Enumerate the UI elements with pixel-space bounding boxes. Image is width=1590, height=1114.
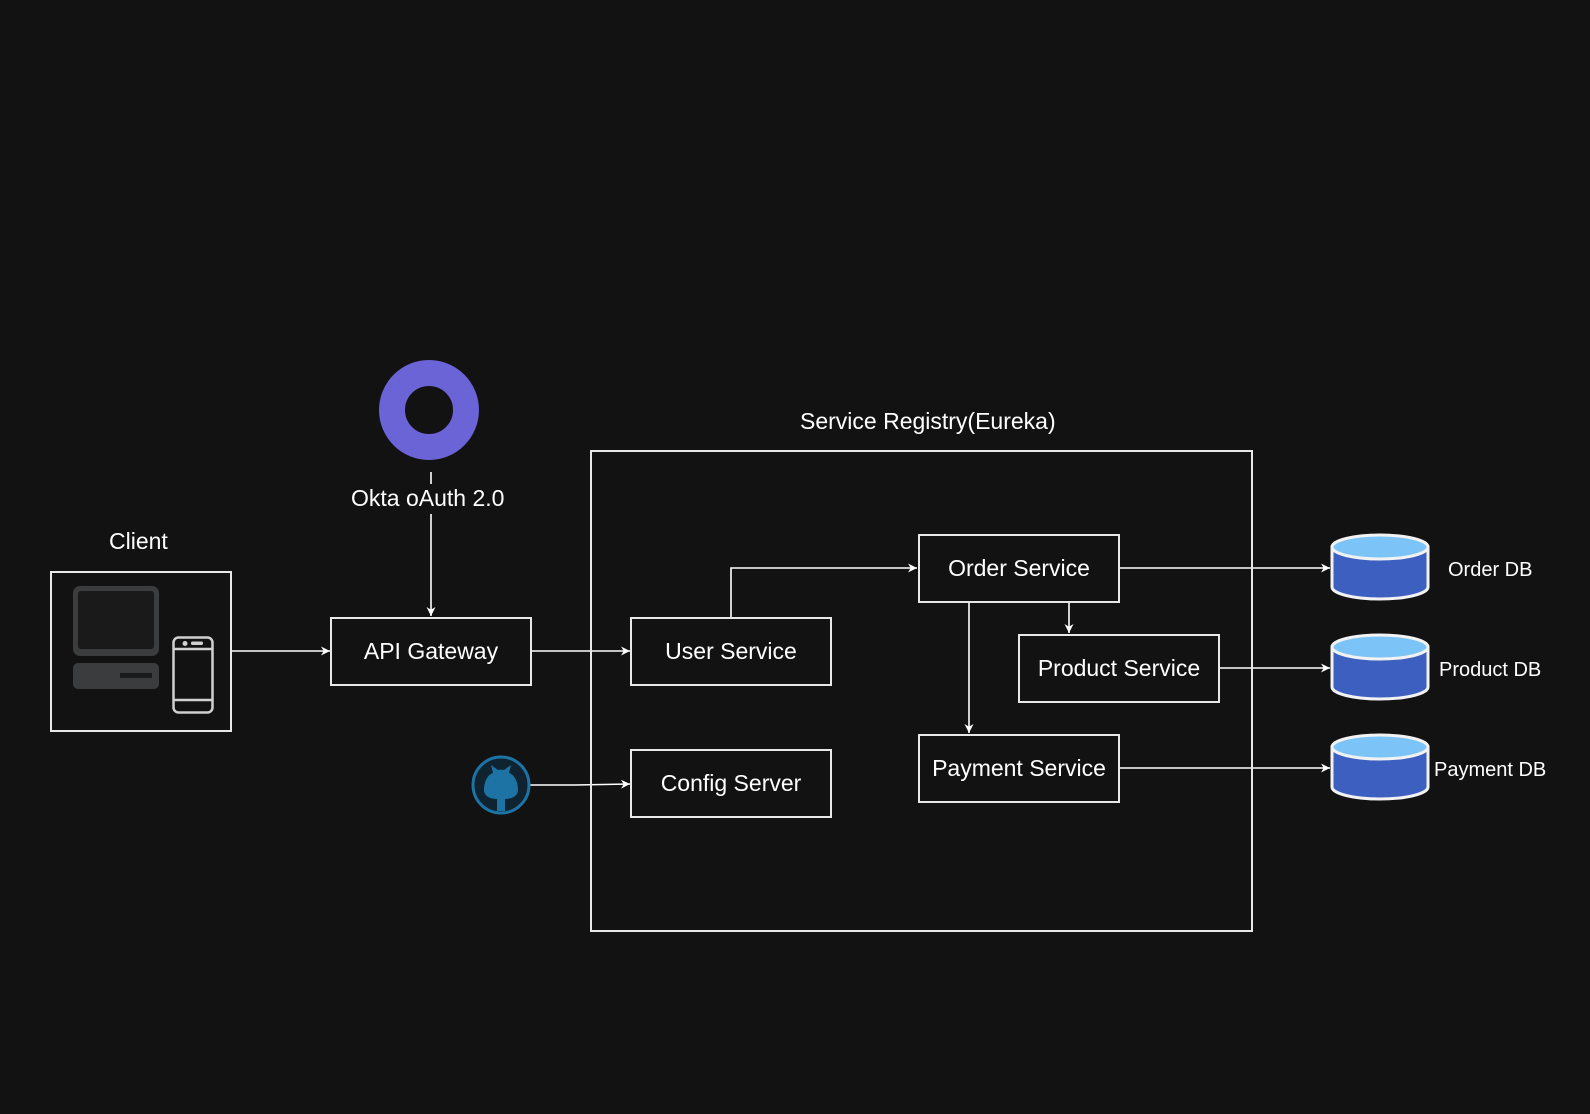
payment-service-node[interactable]: Payment Service — [918, 734, 1120, 803]
config-server-node[interactable]: Config Server — [630, 749, 832, 818]
product-service-node[interactable]: Product Service — [1018, 634, 1220, 703]
product-db-label: Product DB — [1439, 659, 1542, 681]
payment-db-label: Payment DB — [1434, 759, 1547, 781]
service-registry-container — [590, 450, 1253, 932]
service-registry-label: Service Registry(Eureka) — [800, 408, 1056, 434]
okta-icon — [379, 360, 479, 460]
client-label: Client — [109, 528, 168, 554]
github-icon — [471, 754, 531, 821]
database-icon — [1330, 733, 1430, 806]
edge-user-order — [730, 563, 917, 617]
client-box — [50, 571, 232, 732]
database-icon — [1330, 533, 1430, 606]
edge-github-config — [530, 779, 631, 789]
computer-icon — [72, 585, 160, 695]
database-icon — [1330, 633, 1430, 706]
phone-icon — [172, 636, 214, 720]
order-service-node[interactable]: Order Service — [918, 534, 1120, 603]
order-db-label: Order DB — [1448, 559, 1533, 581]
user-service-node[interactable]: User Service — [630, 617, 832, 686]
okta-label: Okta oAuth 2.0 — [351, 485, 505, 511]
api-gateway-node[interactable]: API Gateway — [330, 617, 532, 686]
